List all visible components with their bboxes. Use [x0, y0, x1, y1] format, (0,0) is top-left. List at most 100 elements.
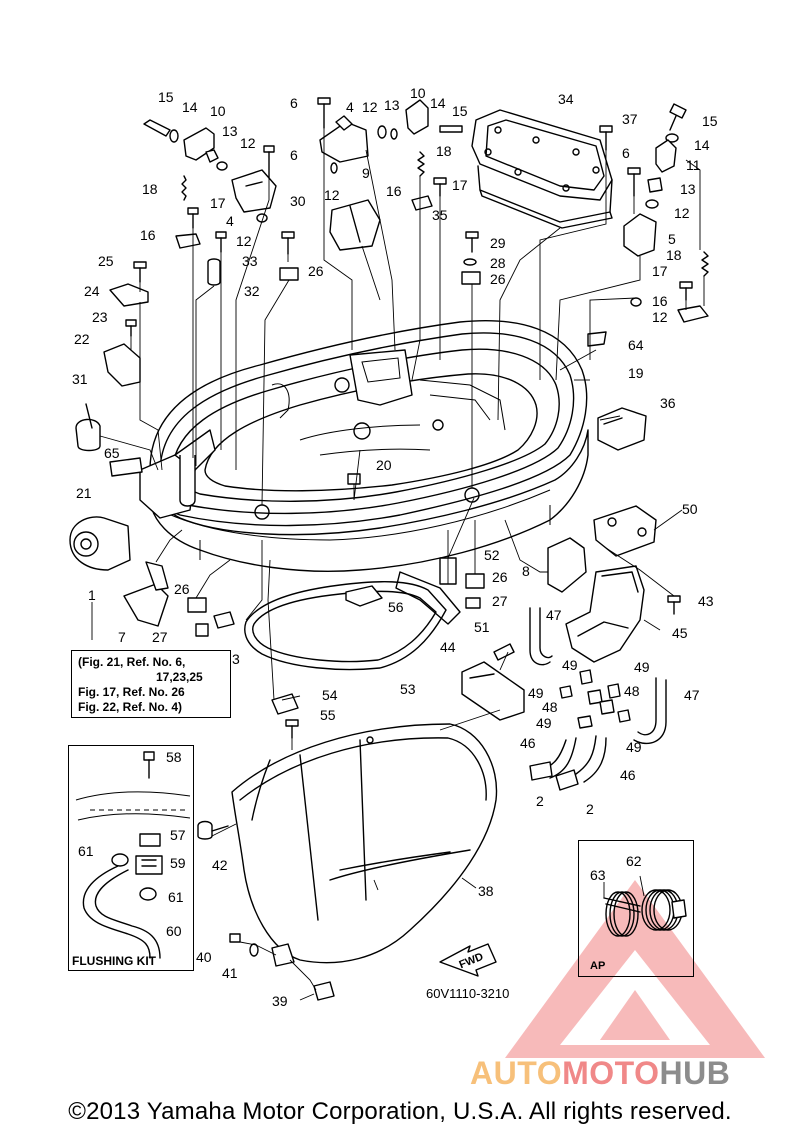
callout-26: 26: [308, 263, 324, 279]
callout-26: 26: [490, 271, 506, 287]
callout-33: 33: [242, 253, 258, 269]
callout-7: 7: [118, 629, 126, 645]
small-parts-upper-right: [471, 103, 709, 451]
callout-64: 64: [628, 337, 644, 353]
callout-63: 63: [590, 867, 606, 883]
callout-48: 48: [542, 699, 558, 715]
callout-47: 47: [546, 607, 562, 623]
callout-46: 46: [620, 767, 636, 783]
callout-34: 34: [558, 91, 574, 107]
callout-27: 27: [492, 593, 508, 609]
callout-32: 32: [244, 283, 260, 299]
callout-53: 53: [400, 681, 416, 697]
flushing-kit-box: [68, 745, 194, 971]
callout-5: 5: [668, 231, 676, 247]
callout-12: 12: [324, 187, 340, 203]
callout-19: 19: [628, 365, 644, 381]
callout-6: 6: [290, 95, 298, 111]
drawing-code: 60V1110-3210: [426, 986, 510, 1001]
callout-23: 23: [92, 309, 108, 325]
callout-42: 42: [212, 857, 228, 873]
callout-61: 61: [168, 889, 184, 905]
callout-9: 9: [362, 165, 370, 181]
callout-48: 48: [624, 683, 640, 699]
callout-25: 25: [98, 253, 114, 269]
detail-ap-label: AP: [590, 960, 606, 972]
callout-18: 18: [436, 143, 452, 159]
callout-14: 14: [694, 137, 710, 153]
callout-29: 29: [490, 235, 506, 251]
callout-49: 49: [536, 715, 552, 731]
reference-note-line: 17,23,25: [156, 670, 203, 684]
callout-46: 46: [520, 735, 536, 751]
callout-16: 16: [652, 293, 668, 309]
callout-18: 18: [666, 247, 682, 263]
small-parts-right-middle: [439, 505, 681, 791]
callout-31: 31: [72, 371, 88, 387]
callout-2: 2: [586, 801, 594, 817]
callout-26: 26: [492, 569, 508, 585]
callout-14: 14: [430, 95, 446, 111]
callout-36: 36: [660, 395, 676, 411]
callout-10: 10: [410, 85, 426, 101]
callout-17: 17: [210, 195, 226, 211]
callout-26: 26: [174, 581, 190, 597]
callout-13: 13: [680, 181, 696, 197]
watermark-part: AUTO: [470, 1055, 563, 1091]
callout-40: 40: [196, 949, 212, 965]
fwd-arrow: [439, 943, 497, 977]
callout-12: 12: [240, 135, 256, 151]
reference-note-box: (Fig. 21, Ref. No. 6, 17,23,25 Fig. 17, …: [71, 650, 231, 718]
callout-14: 14: [182, 99, 198, 115]
callout-27: 27: [152, 629, 168, 645]
callout-52: 52: [484, 547, 500, 563]
callout-2: 2: [536, 793, 544, 809]
callout-37: 37: [622, 111, 638, 127]
callout-1: 1: [88, 587, 96, 603]
callout-4: 4: [226, 213, 234, 229]
callout-51: 51: [474, 619, 490, 635]
watermark-part: MOTO: [562, 1055, 660, 1091]
callout-12: 12: [362, 99, 378, 115]
reference-note-line: (Fig. 21, Ref. No. 6,: [78, 655, 186, 669]
callout-16: 16: [386, 183, 402, 199]
callout-56: 56: [388, 599, 404, 615]
callout-13: 13: [384, 97, 400, 113]
watermark-triangle: [505, 880, 765, 1058]
callout-47: 47: [684, 687, 700, 703]
reference-note-line: Fig. 22, Ref. No. 4): [78, 700, 183, 714]
callout-3: 3: [232, 651, 240, 667]
callout-65: 65: [104, 445, 120, 461]
callout-38: 38: [478, 883, 494, 899]
callout-49: 49: [634, 659, 650, 675]
watermark-part: HUB: [659, 1055, 731, 1091]
apron: [197, 693, 498, 1001]
flushing-kit-label: FLUSHING KIT: [72, 954, 156, 968]
callout-60: 60: [166, 923, 182, 939]
callout-15: 15: [452, 103, 468, 119]
callout-4: 4: [346, 99, 354, 115]
callout-55: 55: [320, 707, 336, 723]
callout-59: 59: [170, 855, 186, 871]
leader-lines: [91, 128, 705, 1001]
callout-17: 17: [452, 177, 468, 193]
callout-43: 43: [698, 593, 714, 609]
callout-8: 8: [522, 563, 530, 579]
callout-12: 12: [236, 233, 252, 249]
callout-15: 15: [702, 113, 718, 129]
callout-57: 57: [170, 827, 186, 843]
callout-54: 54: [322, 687, 338, 703]
callout-6: 6: [622, 145, 630, 161]
callout-62: 62: [626, 853, 642, 869]
reference-note-line: Fig. 17, Ref. No. 26: [78, 685, 185, 699]
callout-6: 6: [290, 147, 298, 163]
callout-12: 12: [674, 205, 690, 221]
callout-41: 41: [222, 965, 238, 981]
callout-35: 35: [432, 207, 448, 223]
flushing-kit-parts: [75, 751, 191, 959]
small-parts-upper-left: [69, 119, 299, 637]
callout-44: 44: [440, 639, 456, 655]
callout-30: 30: [290, 193, 306, 209]
callout-24: 24: [84, 283, 100, 299]
